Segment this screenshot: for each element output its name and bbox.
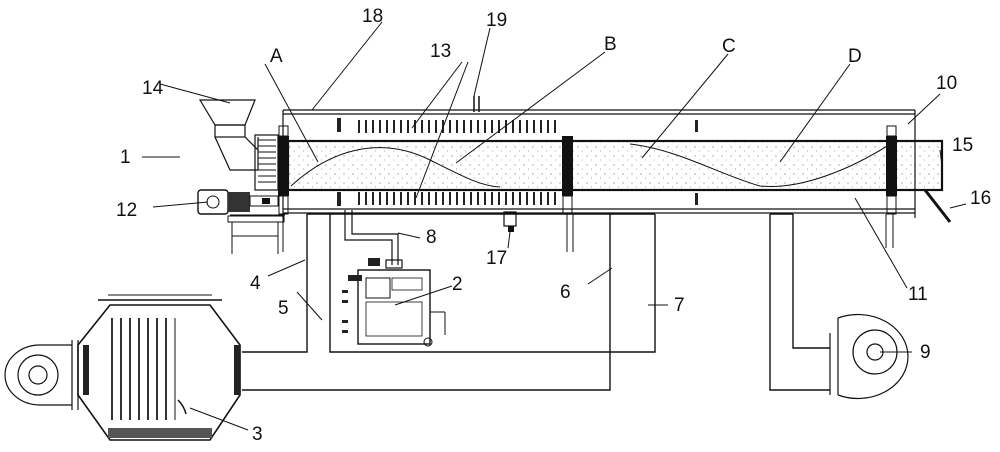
gas-pipe — [344, 210, 403, 269]
label-18: 18 — [362, 6, 383, 27]
control-cabinet — [342, 258, 446, 347]
label-5: 5 — [278, 298, 289, 319]
label-3: 3 — [252, 424, 263, 445]
label-16: 16 — [970, 188, 991, 209]
label-15: 15 — [952, 135, 973, 156]
exhaust-fan — [829, 313, 909, 400]
label-13: 13 — [430, 41, 451, 62]
label-7: 7 — [674, 295, 685, 316]
screw-flight-1 — [290, 147, 501, 188]
support-ring-right — [886, 136, 897, 196]
label-12: 12 — [116, 200, 137, 221]
jacket-slots-bottom — [337, 192, 698, 206]
support-ring-mid — [562, 136, 573, 196]
label-6: 6 — [560, 282, 571, 303]
label-17: 17 — [486, 248, 507, 269]
jacket-slots-top — [337, 118, 698, 133]
component-labels: 18 19 13 A B C D 10 15 16 11 14 1 12 4 5… — [116, 6, 991, 445]
label-B: B — [604, 34, 617, 55]
label-14: 14 — [142, 78, 164, 99]
temperature-sensor — [503, 211, 517, 232]
label-11: 11 — [908, 284, 928, 305]
label-D: D — [848, 46, 862, 67]
label-19: 19 — [486, 10, 507, 31]
label-9: 9 — [920, 342, 931, 363]
label-C: C — [722, 36, 736, 57]
support-legs — [282, 214, 894, 252]
drive-motor — [197, 189, 285, 216]
leader-lines — [152, 21, 967, 431]
label-2: 2 — [452, 274, 463, 295]
label-1: 1 — [120, 147, 131, 168]
screw-flight-2 — [629, 142, 893, 188]
discharge-chute — [923, 189, 952, 223]
air-ducts — [242, 213, 830, 391]
feed-screw-box — [254, 134, 279, 191]
heat-exchanger — [77, 294, 241, 441]
label-4: 4 — [250, 273, 261, 294]
motor-stand — [227, 215, 285, 254]
label-10: 10 — [936, 73, 957, 94]
burner-fan — [4, 340, 79, 410]
support-ring-left — [278, 136, 289, 196]
label-A: A — [270, 46, 283, 67]
rotary-drum — [286, 139, 944, 192]
feed-hopper — [198, 99, 259, 171]
label-8: 8 — [426, 227, 437, 248]
